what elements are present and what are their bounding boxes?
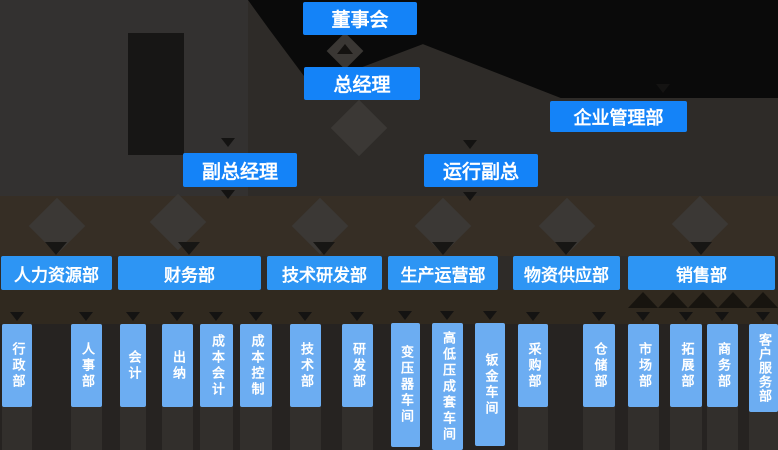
arrow-down-icon (555, 242, 577, 255)
background-patch (0, 324, 778, 450)
arrow-down-icon (313, 242, 335, 255)
node-sub-accounting: 会计 (120, 324, 146, 407)
node-sub-warehouse: 仓储部 (583, 324, 615, 407)
node-sub-business: 商务部 (707, 324, 738, 407)
connector-zigzag (628, 292, 778, 308)
node-sub-marketing: 市场部 (628, 324, 659, 407)
arrow-down-icon (679, 312, 693, 321)
node-dept-finance: 财务部 (118, 256, 261, 290)
arrow-down-icon (178, 242, 200, 255)
arrow-up-icon (337, 44, 353, 54)
node-general-manager: 总经理 (304, 67, 420, 100)
node-dept-rnd: 技术研发部 (267, 256, 382, 290)
node-dept-hr: 人力资源部 (1, 256, 112, 290)
node-deputy-gm: 副总经理 (183, 153, 297, 187)
background-patch (0, 196, 778, 256)
arrow-down-icon (526, 312, 540, 321)
connector-diamond (330, 99, 388, 157)
node-sub-tech: 技术部 (290, 324, 321, 407)
node-dept-supply: 物资供应部 (513, 256, 620, 290)
arrow-down-icon (298, 312, 312, 321)
arrow-down-icon (221, 138, 235, 147)
node-sub-personnel: 人事部 (71, 324, 102, 407)
arrow-down-icon (170, 312, 184, 321)
arrow-down-icon (209, 312, 223, 321)
background-patch (0, 0, 248, 233)
background-patch (128, 33, 184, 155)
node-sub-cashier: 出纳 (162, 324, 193, 407)
node-sub-transformer-shop: 变压器车间 (391, 323, 420, 447)
arrow-down-icon (398, 311, 412, 320)
arrow-down-icon (463, 140, 477, 149)
node-sub-hv-lv-shop: 高低压成套车间 (432, 323, 463, 450)
node-sub-purchasing: 采购部 (518, 324, 548, 407)
node-sub-customer-service: 客户服务部 (749, 324, 778, 412)
arrow-down-icon (756, 312, 770, 321)
node-dept-sales: 销售部 (628, 256, 775, 290)
arrow-down-icon (636, 312, 650, 321)
node-dept-production: 生产运营部 (388, 256, 498, 290)
arrow-down-icon (249, 312, 263, 321)
arrow-down-icon (432, 242, 454, 255)
arrow-down-icon (350, 312, 364, 321)
arrow-down-icon (592, 312, 606, 321)
arrow-down-icon (715, 312, 729, 321)
arrow-down-icon (45, 242, 67, 255)
arrow-down-icon (221, 190, 235, 199)
node-sub-cost-control: 成本控制 (240, 324, 272, 407)
arrow-down-icon (656, 84, 670, 93)
node-board: 董事会 (303, 2, 417, 35)
arrow-down-icon (690, 242, 712, 255)
arrow-down-icon (440, 311, 454, 320)
node-enterprise-mgmt: 企业管理部 (550, 101, 687, 132)
node-sub-rd: 研发部 (342, 324, 373, 407)
node-sub-cost-accounting: 成本会计 (200, 324, 233, 407)
arrow-down-icon (126, 312, 140, 321)
node-sub-admin: 行政部 (2, 324, 32, 407)
node-operations-deputy: 运行副总 (424, 154, 538, 187)
arrow-down-icon (463, 192, 477, 201)
arrow-down-icon (483, 311, 497, 320)
node-sub-expansion: 拓展部 (670, 324, 702, 407)
arrow-down-icon (10, 312, 24, 321)
node-sub-sheet-metal-shop: 钣金车间 (475, 323, 505, 446)
arrow-down-icon (79, 312, 93, 321)
